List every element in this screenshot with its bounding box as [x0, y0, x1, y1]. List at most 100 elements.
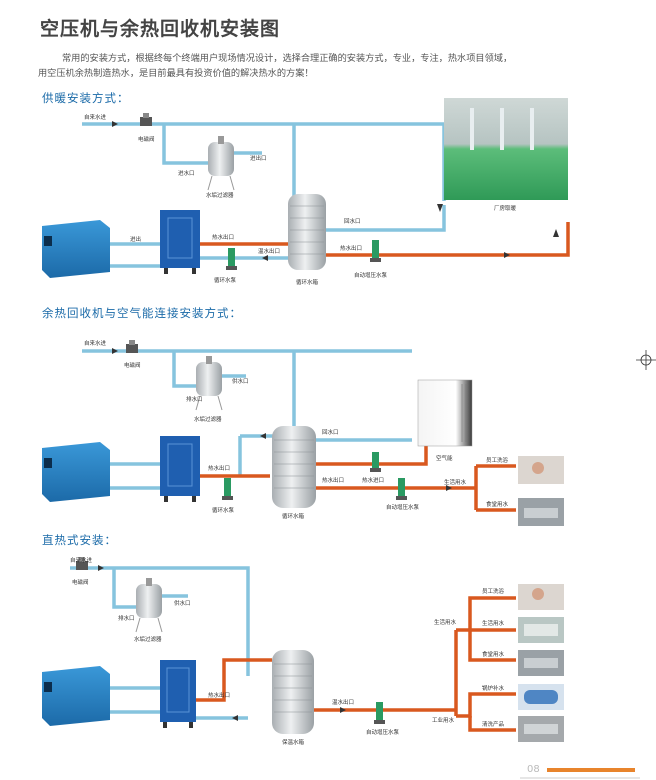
booster-pump-icon: [370, 452, 381, 472]
label-canteen: 食堂用水: [482, 650, 505, 658]
label-workshop: 厂房取暖: [494, 204, 517, 212]
air-source-heat-pump-icon: [417, 379, 473, 447]
label-industrial: 工业用水: [432, 716, 455, 724]
arrow-icon: [112, 121, 118, 127]
label-drain: 排水口: [186, 395, 203, 403]
scale-filter-icon: [195, 356, 223, 411]
label-solenoid: 电磁阀: [124, 361, 141, 369]
label-hot-water-out: 热水出口: [340, 244, 362, 252]
label-circ-pump: 循环水泵: [214, 276, 237, 284]
canteen-photo: [518, 498, 564, 526]
label-backwater: 回水口: [344, 217, 361, 225]
arrow-icon: [260, 433, 266, 439]
arrow-icon: [232, 715, 238, 721]
arrow-icon: [262, 255, 268, 261]
diagram-heating: 自来水进 电磁阀 进水口 进出口 水垢过滤器 热水出口 温水出口 循环水泵 循环…: [42, 98, 570, 286]
arrow-icon: [446, 485, 452, 491]
dormitory-photo: [518, 617, 564, 643]
label-hot-out: 热水出口: [208, 464, 230, 472]
arrow-icon: [553, 229, 559, 237]
label-in: 进出: [130, 235, 141, 243]
solenoid-valve-icon: [126, 340, 138, 353]
label-temp-out: 温水出口: [332, 698, 354, 706]
hot-pipe-to-tank: [196, 658, 272, 702]
air-compressor-icon: [42, 666, 110, 726]
scale-filter-icon: [135, 578, 163, 633]
scale-filter-icon: [207, 136, 235, 191]
label-boiler: 锅炉补水: [482, 684, 505, 692]
label-temp-out: 温水出口: [258, 247, 280, 255]
intro-text: 常用的安装方式，根据终每个终端用户现场情况设计，选择合理正确的安装方式，专业，专…: [38, 51, 598, 81]
label-domestic: 生活用水: [434, 618, 457, 626]
label-solenoid: 电磁阀: [138, 135, 155, 143]
label-filter: 水垢过滤器: [206, 191, 234, 199]
label-solenoid: 电磁阀: [72, 578, 89, 586]
hot-pipe-to-workshop: [326, 222, 570, 257]
heat-recovery-unit-icon: [160, 660, 196, 728]
intro-line-2: 用空压机余热制造热水，是目前最具有投资价值的解决热水的方案！: [38, 68, 314, 79]
radiator-return-pipe: [326, 205, 446, 232]
label-outlet: 供水口: [232, 377, 249, 385]
product-cleaning-photo: [518, 716, 564, 742]
intro-line-1: 常用的安装方式，根据终每个终端用户现场情况设计，选择合理正确的安装方式，专业，专…: [62, 53, 513, 64]
label-tap-water: 自来水进: [84, 339, 107, 347]
cold-water-main-pipe: [82, 122, 446, 201]
circulation-pump-icon: [226, 248, 237, 270]
arrow-icon: [504, 252, 510, 258]
label-return-in: 回水口: [322, 428, 339, 436]
solenoid-valve-icon: [76, 557, 88, 570]
booster-pump-icon: [370, 240, 381, 262]
filter-inlet-pipe: [172, 351, 196, 388]
label-drain: 进水口: [178, 169, 195, 177]
branch-boiler: [456, 692, 516, 718]
workshop-heating-photo: [444, 98, 568, 200]
diagram-heat-pump: 自来水进 电磁阀 排水口 供水口 水垢过滤器 回水口 热水出口 循环水泵 循环水…: [42, 339, 564, 526]
staff-shower-photo: [518, 456, 564, 484]
hot-pipe-to-heat-pump: [316, 446, 428, 466]
filter-inlet-pipe: [112, 568, 136, 609]
air-compressor-icon: [42, 442, 110, 502]
air-compressor-icon: [42, 220, 110, 278]
label-dorm: 生活用水: [482, 619, 505, 627]
page-title: 空压机与余热回收机安装图: [40, 18, 281, 40]
label-staff: 员工洗浴: [486, 456, 509, 464]
label-filter: 水垢过滤器: [134, 635, 162, 643]
label-booster: 自动增压水泵: [354, 271, 388, 279]
branch-domestic: [456, 596, 516, 632]
label-heat-pump: 空气能: [436, 454, 453, 462]
section-heading-heating: 供暖安装方式：: [42, 91, 130, 105]
label-tap-water: 自来水进: [84, 113, 107, 121]
arrow-icon: [98, 565, 104, 571]
cold-water-main-pipe: [70, 566, 250, 676]
label-heat-in: 热水进口: [362, 476, 384, 484]
booster-pump-icon: [374, 702, 385, 724]
page-number: 08: [527, 764, 540, 775]
registration-mark-icon: [636, 350, 656, 370]
label-filter: 水垢过滤器: [194, 415, 222, 423]
arrow-icon: [340, 707, 346, 713]
label-hot-out: 热水出口: [212, 233, 234, 241]
label-domestic: 生活用水: [444, 478, 467, 486]
circulation-tank-icon: [272, 426, 316, 508]
insulated-tank-icon: [272, 650, 314, 734]
filter-inlet-pipe: [162, 124, 210, 165]
label-outlet: 进出口: [250, 154, 267, 162]
staff-shower-photo: [518, 584, 564, 610]
branch-process: [468, 716, 516, 732]
circulation-tank-icon: [288, 194, 326, 270]
arrow-icon: [112, 348, 118, 354]
footer-accent-bar: [547, 768, 635, 772]
label-outlet: 供水口: [174, 599, 191, 607]
section-heading-direct: 直热式安装：: [42, 533, 117, 547]
section-heading-heat-pump: 余热回收机与空气能连接安装方式：: [42, 306, 242, 320]
arrow-icon: [437, 204, 443, 212]
label-drain: 排水口: [118, 614, 135, 622]
label-circ-pump: 循环水泵: [212, 506, 235, 514]
heat-recovery-unit-icon: [160, 210, 200, 274]
heat-recovery-unit-icon: [160, 436, 200, 502]
label-tank: 循环水箱: [282, 512, 305, 520]
canteen-photo: [518, 650, 564, 676]
circulation-pump-icon: [222, 478, 233, 500]
booster-pump-icon: [396, 478, 407, 500]
